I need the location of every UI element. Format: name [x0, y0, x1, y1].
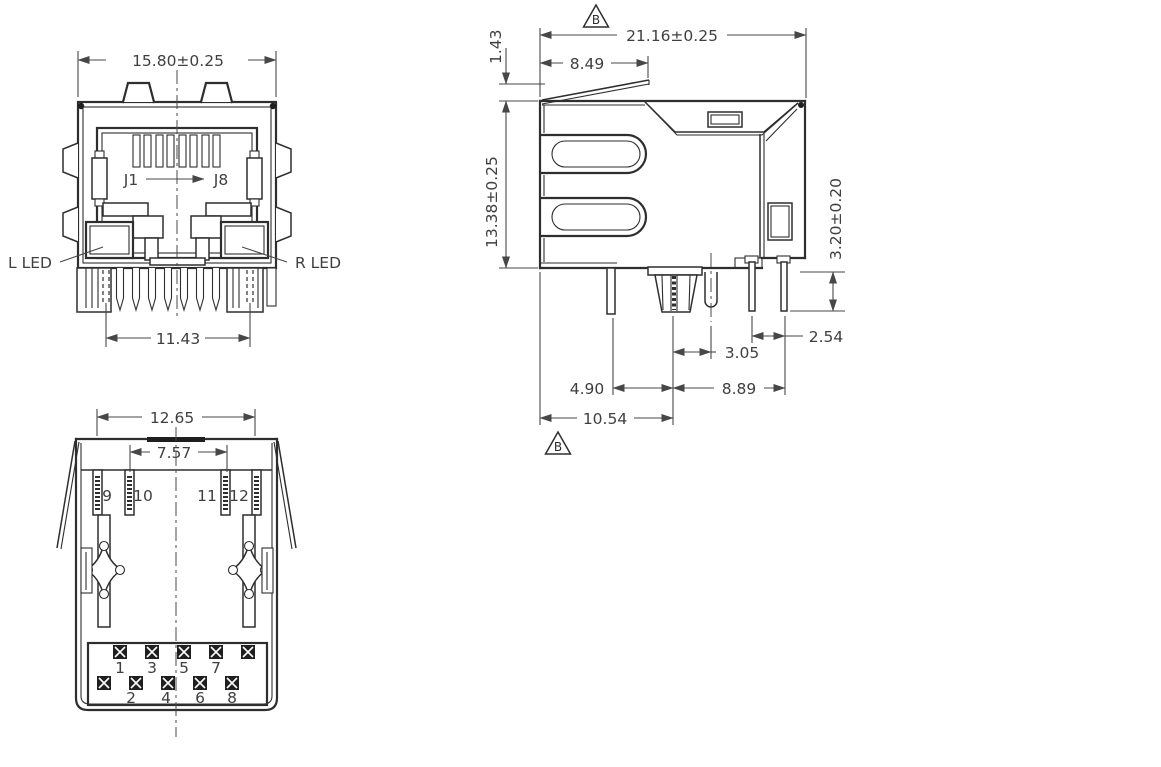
side-view: 21.16±0.25 8.49 1.43 13.38±0.25 3.20±0.2…	[483, 3, 845, 455]
dim-body-height: 13.38±0.25	[483, 156, 501, 248]
side-dimensions: 21.16±0.25 8.49 1.43 13.38±0.25 3.20±0.2…	[483, 27, 845, 428]
side-corner-dot	[798, 102, 804, 108]
led-window-left	[84, 220, 135, 260]
dim-front-row: 4.90	[570, 380, 605, 398]
pad-row-odd	[113, 645, 255, 659]
dim-bottom-outer-pins: 12.65	[150, 409, 194, 427]
revision-mark-bottom: B	[544, 430, 572, 455]
pin-label-12: 12	[229, 487, 249, 505]
flip-tab	[541, 79, 650, 101]
shield-corner-dot-left	[77, 102, 85, 110]
spring-finger-lower	[540, 196, 648, 238]
label-contact-j8: J8	[213, 171, 228, 189]
dim-back-row: 8.89	[722, 380, 757, 398]
spring-finger-upper	[540, 133, 648, 175]
front-shield	[62, 81, 292, 270]
shield-corner-dot-right	[269, 102, 277, 110]
dim-shield-pin-offset: 3.05	[725, 344, 760, 362]
right-led-leader	[241, 246, 288, 263]
dim-tab-height: 1.43	[487, 29, 505, 64]
dim-bottom-inner-pins: 7.57	[157, 444, 192, 462]
led-pin-rear	[780, 261, 788, 312]
led-pin-front	[748, 261, 756, 312]
label-contact-j1: J1	[123, 171, 138, 189]
revision-letter-top: B	[592, 13, 600, 27]
side-spring-right-upper	[275, 142, 292, 179]
side-spring-right-lower	[275, 206, 292, 243]
pad-label-8: 8	[227, 689, 237, 707]
pin-label-11: 11	[197, 487, 217, 505]
side-pins	[606, 253, 791, 322]
pad-label-7: 7	[211, 659, 221, 677]
front-view: 15.80±0.25 11.43 J1 J8 L LED R LED	[8, 51, 341, 348]
bottom-dimensions: 12.65 7.57	[96, 409, 256, 472]
dim-side-depth: 21.16±0.25	[626, 27, 718, 45]
pin-label-9: 9	[102, 487, 112, 505]
side-body	[538, 79, 807, 270]
dim-total-offset: 10.54	[583, 410, 627, 428]
front-pins	[76, 267, 277, 313]
emi-tab-left	[76, 267, 112, 313]
latch-slot-right	[246, 157, 263, 200]
top-grounding-tab-left	[121, 81, 156, 104]
side-panel-hole	[767, 202, 793, 241]
shield-leg	[606, 267, 616, 315]
pin-label-10: 10	[133, 487, 153, 505]
side-spring-left-upper	[62, 142, 79, 179]
pad-label-5: 5	[179, 659, 189, 677]
ground-wire-right	[277, 440, 297, 549]
dim-front-pin-span: 11.43	[156, 330, 200, 348]
pad-row-even	[97, 676, 239, 690]
top-grounding-tab-right	[199, 81, 234, 104]
dim-tab-length: 8.49	[570, 55, 605, 73]
pad-label-3: 3	[147, 659, 157, 677]
dim-pin-length: 3.20±0.20	[827, 178, 845, 260]
left-led-leader	[59, 246, 104, 263]
front-dimensions: 15.80±0.25 11.43 J1 J8 L LED R LED	[8, 51, 341, 348]
latch-slot-left	[91, 157, 108, 200]
top-panel-hole	[707, 111, 743, 128]
pad-label-4: 4	[161, 689, 171, 707]
side-spring-left-lower	[62, 206, 79, 243]
pad-label-6: 6	[195, 689, 205, 707]
label-right-led: R LED	[295, 254, 341, 272]
label-left-led: L LED	[8, 254, 52, 272]
revision-letter-bottom: B	[554, 440, 562, 454]
bottom-view: 1 3 5 7 2 4 6 8 9 10 11 12 12.65 7.57	[56, 409, 297, 737]
led-window-right	[219, 220, 270, 260]
bottom-body	[56, 437, 297, 712]
pad-label-1: 1	[115, 659, 125, 677]
dim-front-shield-width: 15.80±0.25	[132, 52, 224, 70]
dim-led-pin-pitch: 2.54	[809, 328, 844, 346]
bottom-pad-field: 1 3 5 7 2 4 6 8	[86, 641, 269, 707]
ground-wire-left	[56, 440, 76, 549]
pad-label-2: 2	[126, 689, 136, 707]
revision-mark-top: B	[582, 3, 610, 28]
